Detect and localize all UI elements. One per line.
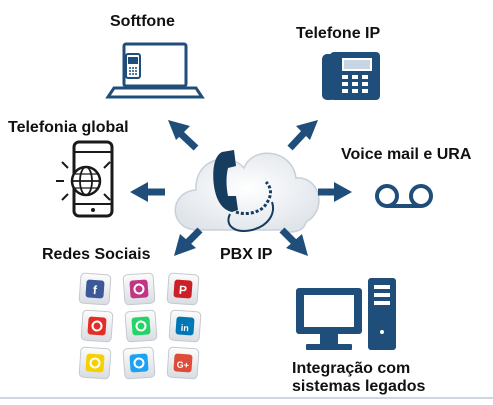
arrow-down-left bbox=[174, 227, 203, 256]
instagram-icon bbox=[122, 272, 156, 306]
computer-icon bbox=[296, 278, 396, 350]
arrow-up-right bbox=[287, 120, 318, 151]
bottom-divider bbox=[0, 397, 493, 399]
label-telefone-ip: Telefone IP bbox=[296, 25, 381, 42]
label-pbx-ip: PBX IP bbox=[220, 246, 273, 263]
arrow-right bbox=[318, 182, 352, 202]
youtube-icon bbox=[80, 309, 114, 343]
snapchat-icon bbox=[78, 346, 112, 380]
social-glyph: G+ bbox=[176, 360, 189, 371]
googleplus-icon: G+ bbox=[166, 346, 200, 380]
smartphone-globe-icon bbox=[56, 140, 114, 218]
arrow-down-right bbox=[279, 227, 308, 256]
social-glyph: in bbox=[181, 323, 190, 334]
social-glyph: f bbox=[92, 283, 98, 297]
arrow-up-left bbox=[168, 120, 199, 151]
pinterest-icon: P bbox=[166, 272, 200, 306]
cloud-icon bbox=[174, 152, 320, 233]
whatsapp-icon bbox=[124, 309, 158, 343]
linkedin-icon: in bbox=[168, 309, 202, 343]
social-glyph: P bbox=[178, 283, 187, 298]
twitter-icon bbox=[122, 346, 156, 380]
label-softfone: Softfone bbox=[110, 13, 175, 30]
handset-icon bbox=[213, 150, 274, 232]
label-integracao-line2: sistemas legados bbox=[292, 378, 426, 395]
arrow-left bbox=[130, 182, 165, 202]
label-redes-sociais: Redes Sociais bbox=[42, 246, 151, 263]
label-telefonia-global: Telefonia global bbox=[8, 119, 129, 136]
label-voice-mail: Voice mail e URA bbox=[341, 146, 472, 163]
voicemail-icon bbox=[375, 184, 433, 208]
label-integracao-line1: Integração com bbox=[292, 360, 411, 377]
ip-phone-icon bbox=[322, 52, 380, 100]
laptop-icon bbox=[105, 42, 205, 99]
facebook-icon: f bbox=[78, 272, 112, 306]
label-integracao: Integração com sistemas legados bbox=[292, 360, 492, 396]
